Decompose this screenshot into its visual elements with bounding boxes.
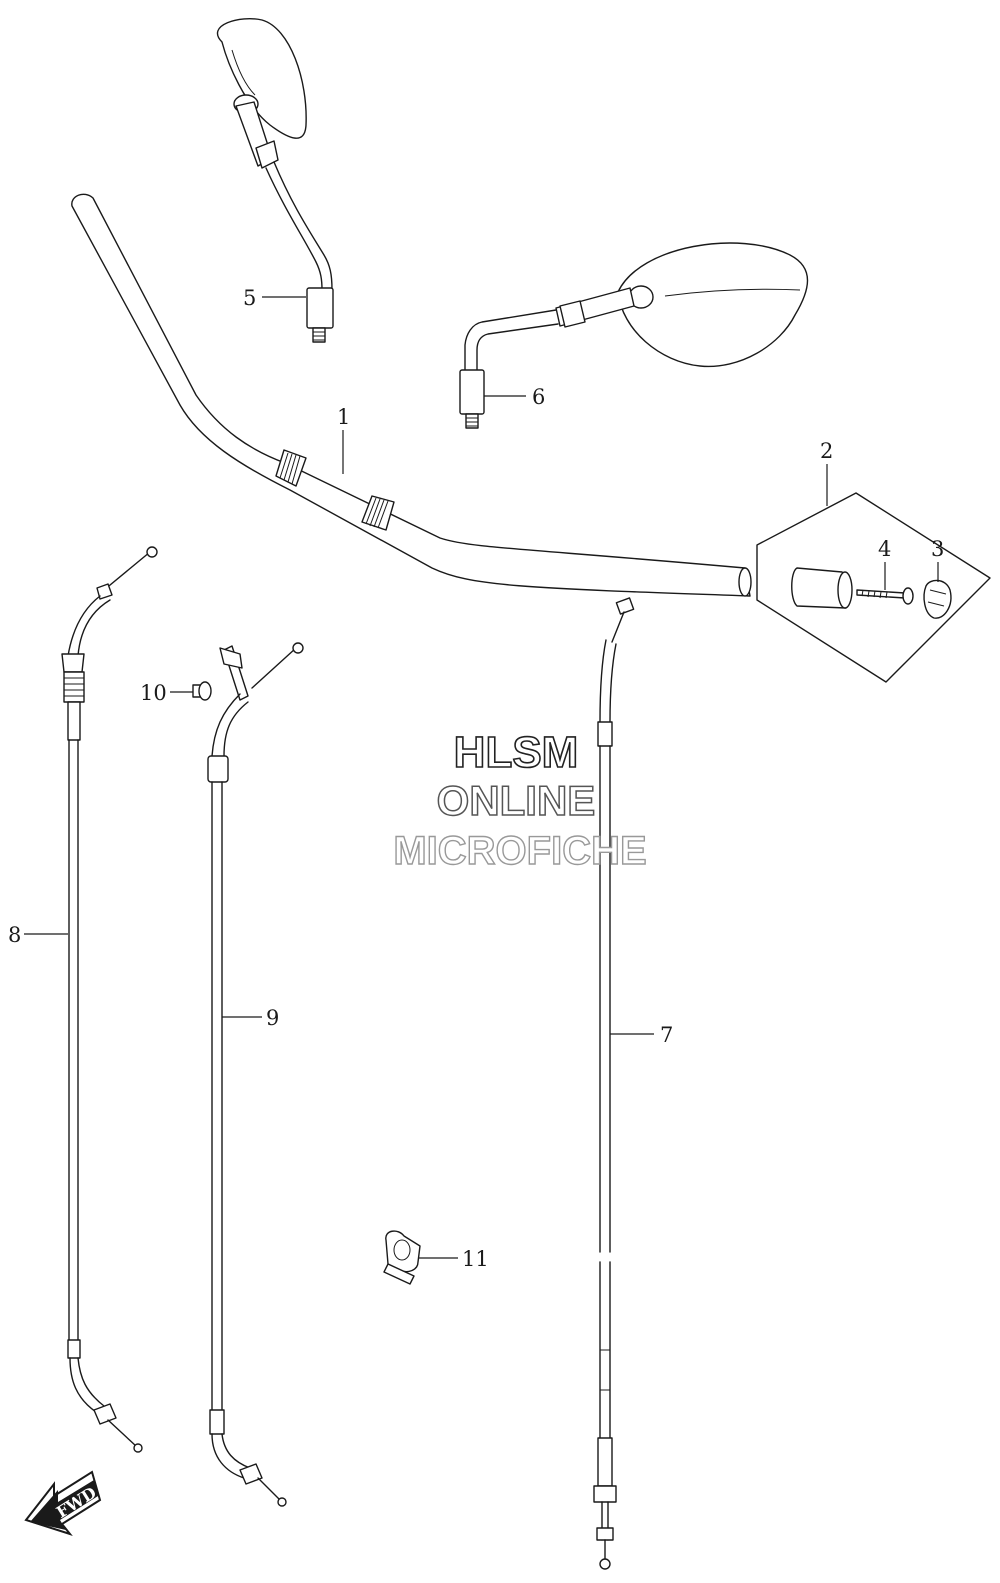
watermark-line-1: HLSM bbox=[454, 728, 579, 777]
forward-arrow-icon: FWD bbox=[24, 1470, 102, 1536]
mirror-right-part-6[interactable] bbox=[459, 242, 809, 429]
callout-3: 3 bbox=[931, 537, 944, 561]
bar-end-screw-part-4[interactable] bbox=[856, 587, 914, 605]
watermark-line-2: ONLINE bbox=[437, 777, 596, 824]
callout-2: 2 bbox=[820, 439, 833, 463]
screw-part-10[interactable] bbox=[192, 681, 212, 701]
bar-end-assembly-part-2[interactable] bbox=[756, 492, 991, 683]
throttle-cable-part-8[interactable] bbox=[61, 546, 158, 1453]
callout-11: 11 bbox=[462, 1247, 489, 1271]
cable-clamp-part-11[interactable] bbox=[383, 1230, 421, 1285]
knurling-left bbox=[275, 449, 307, 487]
callout-4: 4 bbox=[878, 537, 891, 561]
callout-8: 8 bbox=[8, 923, 21, 947]
bar-end-nut-part-3[interactable] bbox=[923, 579, 952, 619]
callout-7: 7 bbox=[660, 1023, 673, 1047]
knurling-right bbox=[361, 495, 395, 531]
callout-1: 1 bbox=[337, 405, 350, 429]
mirror-left-part-5[interactable] bbox=[216, 18, 334, 343]
handlebar-part-1[interactable] bbox=[71, 193, 752, 597]
callout-6: 6 bbox=[532, 385, 545, 409]
clutch-cable-part-7[interactable] bbox=[593, 597, 635, 1570]
callout-5: 5 bbox=[243, 286, 256, 310]
watermark: HLSM ONLINE MICROFICHE bbox=[393, 727, 648, 874]
callout-9: 9 bbox=[266, 1006, 279, 1030]
throttle-cable-part-9[interactable] bbox=[207, 642, 304, 1507]
callout-10: 10 bbox=[140, 681, 167, 705]
watermark-line-3: MICROFICHE bbox=[393, 829, 646, 873]
